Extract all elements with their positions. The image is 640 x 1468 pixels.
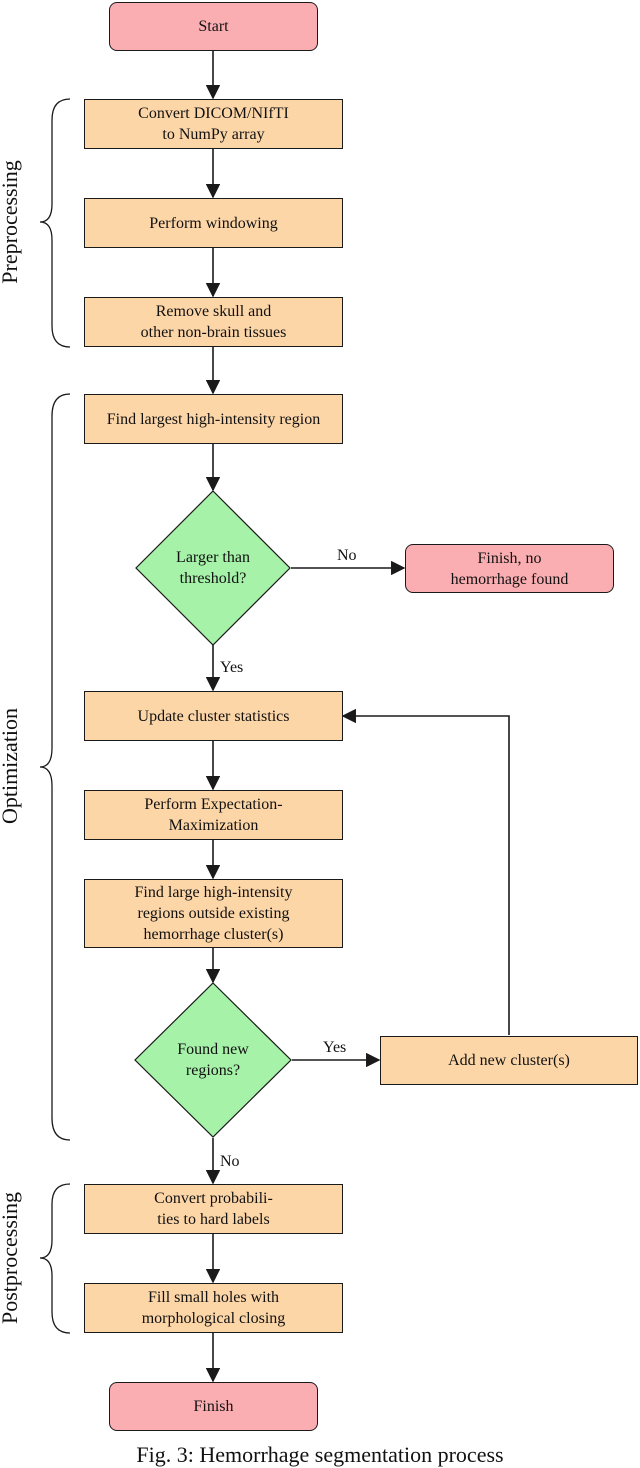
finish-no-hemorrhage-node: Finish, no hemorrhage found bbox=[405, 544, 614, 593]
remove-skull-step: Remove skull and other non-brain tissues bbox=[84, 297, 343, 347]
phase-optimization-label: Optimization bbox=[0, 707, 22, 825]
decision-threshold-label: Larger than threshold? bbox=[176, 549, 250, 587]
edge-label-no-threshold: No bbox=[337, 547, 357, 564]
decision-new-regions-shape bbox=[134, 982, 292, 1138]
edge-label-no-new-regions: No bbox=[220, 1153, 240, 1170]
add-new-cluster-step: Add new cluster(s) bbox=[380, 1036, 638, 1085]
brace-preprocessing bbox=[39, 98, 71, 348]
find-large-regions-step: Find large high-intensity regions outsid… bbox=[84, 879, 343, 948]
edge-label-yes-threshold: Yes bbox=[220, 659, 244, 676]
convert-dicom-step: Convert DICOM/NIfTI to NumPy array bbox=[84, 99, 343, 149]
edge-add-update-loop bbox=[341, 708, 510, 1035]
phase-preprocessing-label: Preprocessing bbox=[0, 160, 22, 284]
convert-probabilities-step: Convert probabili- ties to hard labels bbox=[84, 1184, 343, 1234]
figure-caption: Fig. 3: Hemorrhage segmentation process bbox=[136, 1442, 504, 1467]
start-node: Start bbox=[109, 2, 318, 51]
decision-threshold-shape bbox=[135, 490, 291, 646]
brace-optimization bbox=[39, 393, 71, 1141]
finish-node: Finish bbox=[109, 1382, 318, 1431]
decision-new-regions-label: Found new regions? bbox=[177, 1041, 249, 1079]
find-largest-region-step: Find largest high-intensity region bbox=[84, 394, 343, 444]
windowing-step: Perform windowing bbox=[84, 198, 343, 248]
update-cluster-stats-step: Update cluster statistics bbox=[84, 691, 343, 741]
phase-postprocessing-label: Postprocessing bbox=[0, 1192, 22, 1324]
edge-label-yes-new-regions: Yes bbox=[323, 1039, 347, 1056]
fill-small-holes-step: Fill small holes with morphological clos… bbox=[84, 1283, 343, 1333]
expectation-maximization-step: Perform Expectation- Maximization bbox=[84, 790, 343, 840]
brace-postprocessing bbox=[39, 1183, 71, 1334]
